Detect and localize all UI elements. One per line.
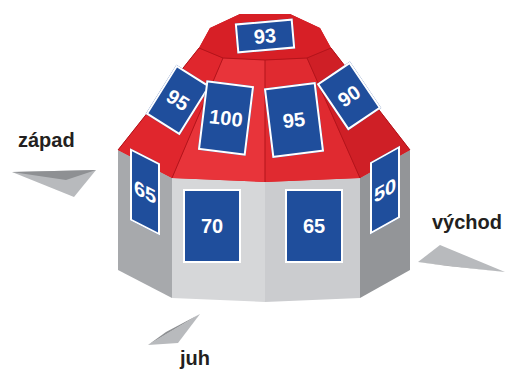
roof [118,14,410,182]
panel-number: 95 [163,86,192,115]
number-panel: 100 [198,80,254,155]
panel-number: 100 [208,106,244,130]
direction-plane [12,170,96,197]
panel-number: 65 [303,216,325,236]
panel-number: 93 [253,25,277,47]
number-panel: 95 [264,82,324,158]
panel-number: 50 [374,174,396,206]
number-panel: 65 [130,148,160,235]
direction-plane [148,314,200,345]
number-panel: 65 [285,189,343,263]
number-panel: 93 [235,19,295,54]
direction-label: východ [432,212,502,232]
panel-number: 65 [134,176,156,207]
direction-label: juh [180,348,210,368]
direction-label: západ [18,130,75,150]
number-panel: 70 [183,189,241,263]
panel-number: 70 [201,216,223,236]
wall-face [172,178,265,302]
roof-edges [118,48,410,182]
wall-face [265,178,360,302]
panel-number: 95 [282,109,307,132]
panel-number: 90 [334,81,364,110]
direction-plane [418,245,505,272]
roof-top [199,14,331,60]
